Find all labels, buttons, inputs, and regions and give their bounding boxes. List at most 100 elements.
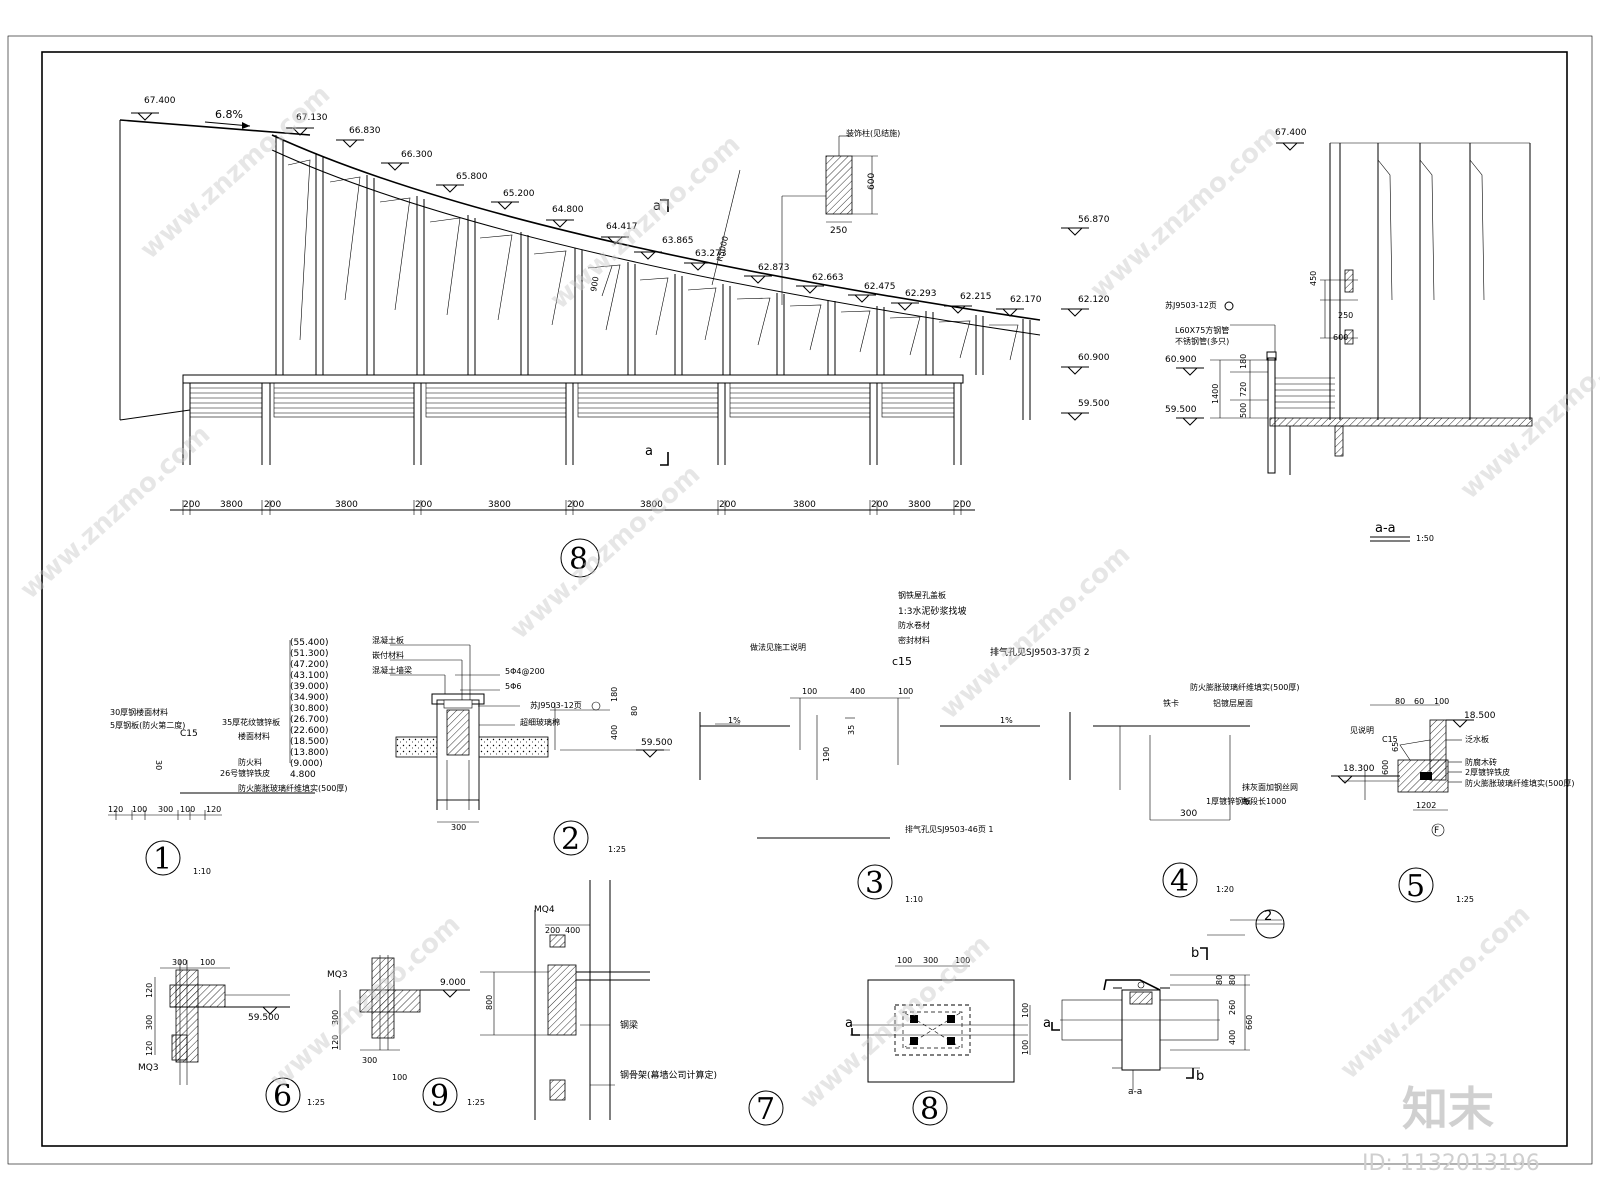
d8-mark: a xyxy=(1043,1016,1051,1031)
mid-note: 密封材料 xyxy=(898,635,930,645)
d8-dim: 100 xyxy=(897,956,912,965)
d5-label: 防腐木砖 xyxy=(1465,757,1497,767)
level-label: 56.870 xyxy=(1078,215,1110,225)
d8-sec-dim: 400 xyxy=(1228,1030,1237,1045)
level-label: 66.300 xyxy=(401,150,433,160)
detail-5 xyxy=(1330,704,1475,903)
level-label: 62.475 xyxy=(864,282,896,292)
d9-dim: 120 xyxy=(331,1035,340,1050)
d5-dim: 60 xyxy=(1414,697,1424,706)
d5-label: 2厚镀锌铁皮 xyxy=(1465,767,1510,777)
section-dim: 250 xyxy=(1338,311,1353,320)
bay-dim: 3800 xyxy=(220,500,243,510)
level-label: 62.663 xyxy=(812,273,844,283)
section-level-1: 60.900 xyxy=(1165,355,1197,365)
svg-text:www.znzmo.com: www.znzmo.com xyxy=(265,909,467,1095)
d4-dim: 300 xyxy=(1180,809,1197,819)
d1-dim: 300 xyxy=(158,805,173,814)
d1-scale: 1:10 xyxy=(193,867,211,876)
section-dim: 720 xyxy=(1239,382,1248,397)
level-label: 67.400 xyxy=(144,96,176,106)
d5-label: C15 xyxy=(1382,735,1398,744)
d1-label: 楼面材料 xyxy=(238,731,270,741)
d8-mark-b: b xyxy=(1191,946,1199,961)
sheet-outer-frame xyxy=(7,35,1593,1165)
section-dim: 450 xyxy=(1309,271,1318,286)
d8-dim: 100 xyxy=(955,956,970,965)
level-label: 62.120 xyxy=(1078,295,1110,305)
d8-sec-title: a-a xyxy=(1128,1087,1142,1097)
detail-1-levels: (55.400) (51.300) (47.200) (43.100) (39.… xyxy=(290,638,329,780)
d7-label: 钢骨架(幕墙公司计算定) xyxy=(620,1069,717,1081)
d1-level: (18.500) xyxy=(290,737,329,747)
d7-dim: 200 xyxy=(545,926,560,935)
d8-dim: 100 xyxy=(1021,1003,1030,1018)
d8-sec-dim: 80 xyxy=(1228,975,1237,985)
section-scale: 1:50 xyxy=(1416,534,1434,543)
d3-circle: 3 xyxy=(865,866,884,901)
d6-dim: 300 xyxy=(172,958,187,967)
d3-dim: 100 xyxy=(898,687,913,696)
bay-dim: 200 xyxy=(567,500,584,510)
d1-label: 35厚花纹镀锌板 xyxy=(222,717,280,727)
section-dim: 600 xyxy=(1333,333,1348,342)
d2-label: 5Φ6 xyxy=(505,682,521,691)
level-label: 60.900 xyxy=(1078,353,1110,363)
mid-note: 钢铁屋孔盖板 xyxy=(898,590,946,600)
detail-7 xyxy=(480,880,784,1126)
d6-level: 59.500 xyxy=(248,1013,280,1023)
bay-dim: 200 xyxy=(183,500,200,510)
bay-dim: 3800 xyxy=(488,500,511,510)
d5-circle: 5 xyxy=(1406,869,1425,904)
d1-level: (26.700) xyxy=(290,715,329,725)
d1-label: 30厚钢楼面材料 xyxy=(110,707,168,717)
depth-label: 900 xyxy=(589,276,601,293)
d5-dim: 65 xyxy=(1391,742,1400,752)
d5-label: 防火膨胀玻璃纤维填实(500厚) xyxy=(1465,778,1575,788)
d5-level: 18.300 xyxy=(1343,764,1375,774)
svg-text:www.znzmo.com: www.znzmo.com xyxy=(1085,119,1287,305)
elevation-circle-number: 8 xyxy=(569,542,588,577)
d6-dim: 120 xyxy=(145,1041,154,1056)
level-label: 66.830 xyxy=(349,126,381,136)
section-mark-bottom: a xyxy=(645,444,653,459)
d4-label: 每段长1000 xyxy=(1242,796,1286,806)
d1-level: (30.800) xyxy=(290,704,329,714)
bay-dim: 200 xyxy=(871,500,888,510)
d2-label: 苏J9503-12页 xyxy=(530,700,582,710)
d1-label: 防火料 xyxy=(238,757,262,767)
d4-circle: 4 xyxy=(1170,864,1189,899)
d8-circle: 8 xyxy=(920,1092,939,1127)
d7-label: 钢梁 xyxy=(620,1019,638,1031)
d5-dim: 80 xyxy=(1395,697,1405,706)
d4-label: 抹灰面加钢丝网 xyxy=(1242,782,1298,792)
d7-tag: MQ4 xyxy=(534,905,555,915)
d4-label: 防火膨胀玻璃纤维填实(500厚) xyxy=(1190,682,1300,692)
d8-sec-dim: 260 xyxy=(1228,1000,1237,1015)
d3-c15: c15 xyxy=(892,655,912,668)
bay-dim: 200 xyxy=(719,500,736,510)
slope-label: 6.8% xyxy=(215,108,243,121)
d9-scale: 1:25 xyxy=(467,1098,485,1107)
radius-label: R5000 xyxy=(715,235,730,262)
d6-tag: MQ3 xyxy=(138,1063,159,1073)
mid-note: 排气孔见SJ9503-37页 2 xyxy=(990,646,1090,658)
d2-dim: 400 xyxy=(610,725,619,740)
d2-scale: 1:25 xyxy=(608,845,626,854)
d3-title: 做法见施工说明 xyxy=(750,642,806,652)
bay-dim: 3800 xyxy=(335,500,358,510)
d9-dim: 300 xyxy=(331,1010,340,1025)
deco-post-label: 装饰柱(见结施) xyxy=(846,128,900,138)
level-label: 64.417 xyxy=(606,222,638,232)
id-watermark: ID: 1132013196 xyxy=(1362,1151,1540,1176)
d1-level: (34.900) xyxy=(290,693,329,703)
d2-level: 59.500 xyxy=(641,738,673,748)
decorative-post-detail xyxy=(781,135,878,305)
d9-level: 9.000 xyxy=(440,978,466,988)
d2-dim: 180 xyxy=(610,687,619,702)
d5-label: 泛水板 xyxy=(1465,734,1489,744)
detail-6 xyxy=(154,960,301,1113)
d5-level: 18.500 xyxy=(1464,711,1496,721)
d1-level: (39.000) xyxy=(290,682,329,692)
